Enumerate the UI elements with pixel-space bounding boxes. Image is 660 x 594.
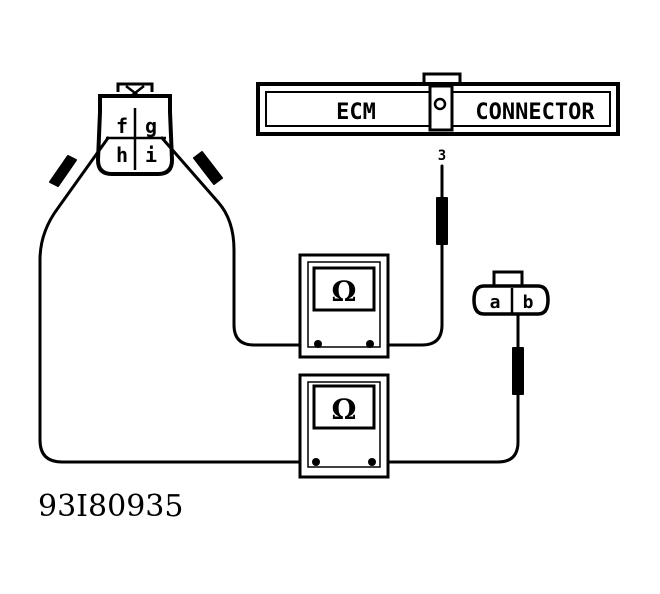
terminal-lower-right <box>368 458 376 466</box>
pin-a: a <box>490 292 501 313</box>
lead-pin3-to-upper-meter <box>368 164 444 347</box>
lead-g-to-upper-meter <box>160 136 320 347</box>
two-pin-connector: a b <box>472 270 550 316</box>
pin-3-label: 3 <box>438 148 446 164</box>
ohmmeter-lower: Ω <box>298 373 390 479</box>
terminal-lower-left <box>312 458 320 466</box>
connector-label: CONNECTOR <box>475 100 595 125</box>
pin-i: i <box>145 143 157 167</box>
lead-f-to-lower-meter <box>38 136 318 464</box>
test-leads <box>38 136 520 464</box>
probe-tips <box>49 151 524 395</box>
ecm-connector: ECM CONNECTOR 3 <box>256 72 620 164</box>
pin-b: b <box>523 292 534 313</box>
ecm-label: ECM <box>336 100 376 125</box>
pin-h: h <box>116 143 128 167</box>
pin-g: g <box>145 114 157 138</box>
lead-b-to-lower-meter <box>370 312 520 464</box>
ohm-symbol-upper: Ω <box>332 275 357 308</box>
terminal-upper-left <box>314 340 322 348</box>
ohmmeter-upper: Ω <box>298 253 390 359</box>
four-pin-connector: f g h i <box>95 82 175 176</box>
terminal-upper-right <box>366 340 374 348</box>
ohm-symbol-lower: Ω <box>332 393 357 426</box>
pin-f: f <box>116 114 128 138</box>
figure-id: 93I80935 <box>38 489 183 524</box>
